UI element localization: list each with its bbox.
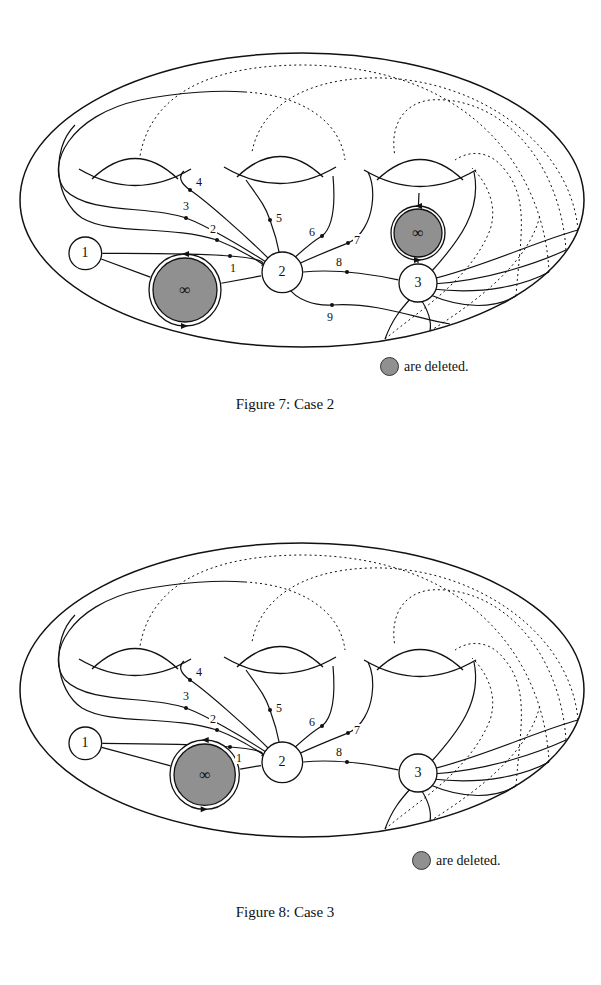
figure-caption: Figure 8: Case 3: [236, 903, 335, 921]
legend-row: are deleted.: [380, 357, 469, 376]
connector-curve: [102, 747, 171, 765]
point-number: 5: [275, 702, 283, 714]
node-label: 2: [261, 741, 304, 784]
surface-figure: [20, 543, 584, 837]
point-number: 4: [195, 176, 203, 188]
legend-swatch: [412, 851, 431, 870]
point-number: 1: [235, 752, 243, 764]
node-label: 1: [68, 726, 103, 761]
node-label: 1: [68, 236, 103, 271]
figure-caption: Figure 7: Case 2: [236, 395, 335, 413]
legend-text: are deleted.: [436, 854, 501, 868]
point-number: 8: [335, 256, 343, 268]
circle-border: [69, 727, 102, 760]
point-number: 7: [353, 234, 361, 246]
point-number: 8: [335, 746, 343, 758]
boundary-ring: [170, 740, 239, 809]
node-label: ∞: [169, 739, 240, 810]
point-number: 5: [275, 212, 283, 224]
puncture-circle: 3: [398, 263, 438, 303]
connector-curve: [101, 259, 150, 277]
legend-swatch: [380, 357, 399, 376]
point-number: 6: [308, 716, 316, 728]
ring-arrow: [202, 737, 209, 743]
deleted-puncture-circle: ∞: [169, 739, 240, 810]
circle-border: [262, 742, 303, 783]
puncture-circle: 3: [398, 753, 438, 793]
ring-arrow: [181, 323, 188, 329]
point-number: 1: [229, 262, 237, 274]
ring-arrow: [415, 203, 422, 209]
connector-curve: [221, 276, 261, 283]
point-number: 2: [209, 223, 217, 235]
figure-extras: [288, 193, 450, 324]
point-number: 6: [308, 226, 316, 238]
point-number: 7: [353, 724, 361, 736]
point-dot: [330, 303, 334, 307]
boundary-ring: [149, 254, 221, 326]
ring-arrow: [182, 251, 189, 257]
boundary-ring: [391, 206, 445, 260]
legend-row: are deleted.: [412, 851, 501, 870]
node-label: 3: [398, 263, 438, 303]
point-number: 4: [195, 666, 203, 678]
circle-border: [69, 237, 102, 270]
circle-border: [399, 754, 437, 792]
marked-points: [228, 254, 334, 749]
puncture-circle: 2: [261, 251, 304, 294]
puncture-circle: 1: [68, 236, 103, 271]
circle-border: [262, 252, 303, 293]
surface-figure: [20, 53, 584, 347]
legend-text: are deleted.: [404, 360, 469, 374]
ring-arrow: [201, 807, 208, 813]
deleted-puncture-circle: ∞: [148, 253, 222, 327]
node-label: 3: [398, 753, 438, 793]
node-label: ∞: [390, 205, 446, 261]
point-number: 3: [182, 690, 190, 702]
connector-curve: [303, 271, 398, 280]
connector-curve: [240, 766, 261, 770]
ring-arrow: [414, 257, 421, 263]
puncture-circle: 2: [261, 741, 304, 784]
puncture-circle: 1: [68, 726, 103, 761]
point-number: 3: [182, 200, 190, 212]
point-number: 9: [326, 311, 334, 323]
node-label: 2: [261, 251, 304, 294]
deleted-puncture-circle: ∞: [390, 205, 446, 261]
connector-curve: [303, 761, 398, 770]
node-label: ∞: [148, 253, 222, 327]
point-number: 2: [209, 713, 217, 725]
circle-border: [399, 264, 437, 302]
